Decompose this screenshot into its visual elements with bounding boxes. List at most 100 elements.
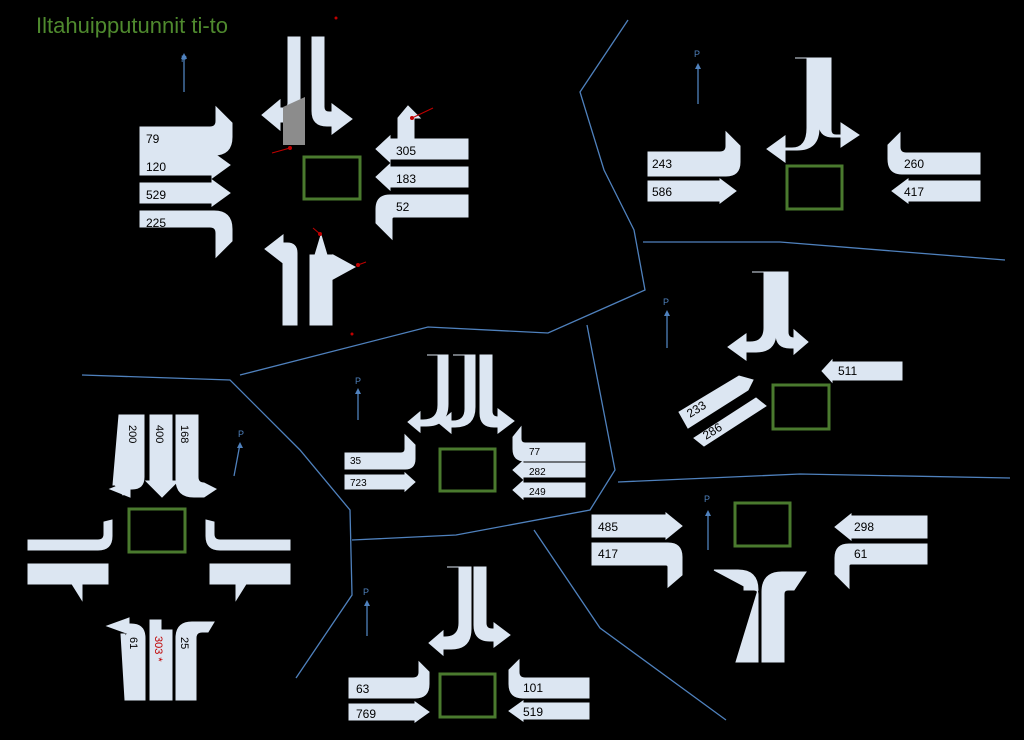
- lane-arrow: [112, 414, 142, 496]
- lane-arrow: [407, 354, 449, 434]
- volume-label: 26: [456, 388, 466, 398]
- pedestrian-markers: P P P P P P P: [181, 49, 711, 636]
- lane-arrow: [818, 57, 860, 148]
- intersection-box: [302, 155, 362, 201]
- lane-arrow: [591, 542, 683, 589]
- intersection-box: [438, 672, 497, 719]
- lane-arrow: [887, 131, 981, 175]
- lane-arrow: [139, 210, 233, 259]
- lane-arrow: [693, 397, 767, 447]
- lane-arrow: [473, 566, 511, 648]
- volume-label: P: [355, 376, 361, 386]
- pedestrian-marker: P: [355, 376, 361, 420]
- intersection-topleft: 79 120 529 225 305 183 52: [139, 16, 469, 336]
- volume-label: 249: [529, 487, 546, 498]
- lane-arrow: [209, 563, 291, 602]
- volume-label: 303 *: [152, 636, 164, 662]
- lane-arrow: [766, 57, 820, 163]
- volume-label: 52: [396, 200, 410, 214]
- lane-arrow: [761, 571, 807, 663]
- road-lines: [81, 19, 1011, 721]
- lane-arrow: [891, 178, 981, 204]
- volume-label: 79: [146, 132, 160, 146]
- volume-label: 225: [146, 216, 166, 230]
- lane-arrow: [175, 414, 217, 498]
- volume-label: P: [238, 429, 244, 439]
- lane-arrow: [591, 511, 683, 541]
- intersection-left: 200 400 168 61 303 * 25: [27, 414, 291, 701]
- volume-label: 400: [153, 425, 165, 443]
- volume-label: 35: [350, 456, 362, 467]
- intersection-right: 511 233 286: [678, 271, 903, 447]
- lane-arrow: [727, 271, 777, 361]
- lane-arrow: [508, 700, 590, 722]
- lane-arrow: [105, 617, 146, 701]
- volume-label: 298: [854, 520, 874, 534]
- intersection-middle: 26 35 723 77 282 249: [344, 354, 586, 501]
- volume-label: 61: [127, 637, 139, 649]
- intersection-box: [771, 383, 831, 431]
- intersection-box: [785, 164, 844, 211]
- lane-arrow: [309, 233, 333, 326]
- volume-label: P: [663, 297, 669, 307]
- volume-label: 61: [854, 547, 868, 561]
- lane-arrow: [375, 194, 469, 241]
- volume-label: 183: [396, 172, 416, 186]
- intersection-bottom: 63 769 101 519: [348, 566, 590, 723]
- lane-arrow: [344, 471, 416, 493]
- lane-arrow: [139, 179, 231, 207]
- volume-label: 769: [356, 707, 376, 721]
- volume-label: 63: [356, 682, 370, 696]
- intersection-box: [733, 501, 792, 548]
- lane-arrow: [27, 519, 113, 551]
- pedestrian-marker: P: [233, 429, 244, 477]
- pedestrian-marker: P: [663, 297, 670, 348]
- lane-arrow: [508, 658, 590, 699]
- volume-label: 723: [350, 478, 367, 489]
- volume-label: P: [704, 494, 710, 504]
- lane-arrow: [512, 425, 586, 462]
- intersection-box: [127, 507, 187, 554]
- volume-label: P: [363, 587, 369, 597]
- lane-arrow: [397, 105, 422, 139]
- volume-label: 77: [529, 447, 541, 458]
- lane-arrow: [264, 233, 298, 326]
- volume-label: 485: [598, 520, 618, 534]
- lane-arrow: [375, 134, 469, 164]
- lane-arrow: [348, 701, 430, 723]
- lane-arrow: [27, 563, 109, 602]
- pedestrian-marker: P: [363, 587, 370, 636]
- lane-arrow: [344, 433, 416, 470]
- volume-label: 417: [904, 185, 924, 199]
- lane-arrow: [647, 178, 737, 204]
- lane-arrow: [139, 105, 233, 156]
- volume-label: 260: [904, 157, 924, 171]
- intersection-topright: 243 586 260 417: [647, 57, 981, 211]
- volume-label: 529: [146, 188, 166, 202]
- volume-label: 417: [598, 547, 618, 561]
- volume-label: 25: [178, 637, 190, 649]
- lane-arrow: [713, 569, 759, 663]
- volume-label: 243: [652, 157, 672, 171]
- pedestrian-marker: P: [694, 49, 701, 104]
- lane-arrow: [311, 36, 353, 135]
- volume-label: 200: [126, 425, 138, 443]
- lane-arrow: [205, 519, 291, 551]
- lane-arrow: [775, 271, 809, 356]
- lane-arrow: [512, 479, 586, 501]
- lane-arrow: [512, 459, 586, 481]
- volume-label: 120: [146, 160, 166, 174]
- volume-label: 511: [838, 364, 857, 378]
- lane-arrow: [332, 254, 357, 280]
- lane-arrow: [834, 543, 928, 590]
- volume-label: 586: [652, 185, 672, 199]
- intersection-box: [438, 447, 497, 493]
- lane-arrow: [139, 151, 231, 179]
- lane-arrow: [375, 162, 469, 192]
- lane-arrow: [438, 354, 476, 435]
- intersection-bottomright: 485 417 298 61: [591, 501, 928, 663]
- volume-label: 305: [396, 144, 416, 158]
- pedestrian-marker: P: [704, 494, 711, 550]
- lane-arrow: [821, 358, 903, 384]
